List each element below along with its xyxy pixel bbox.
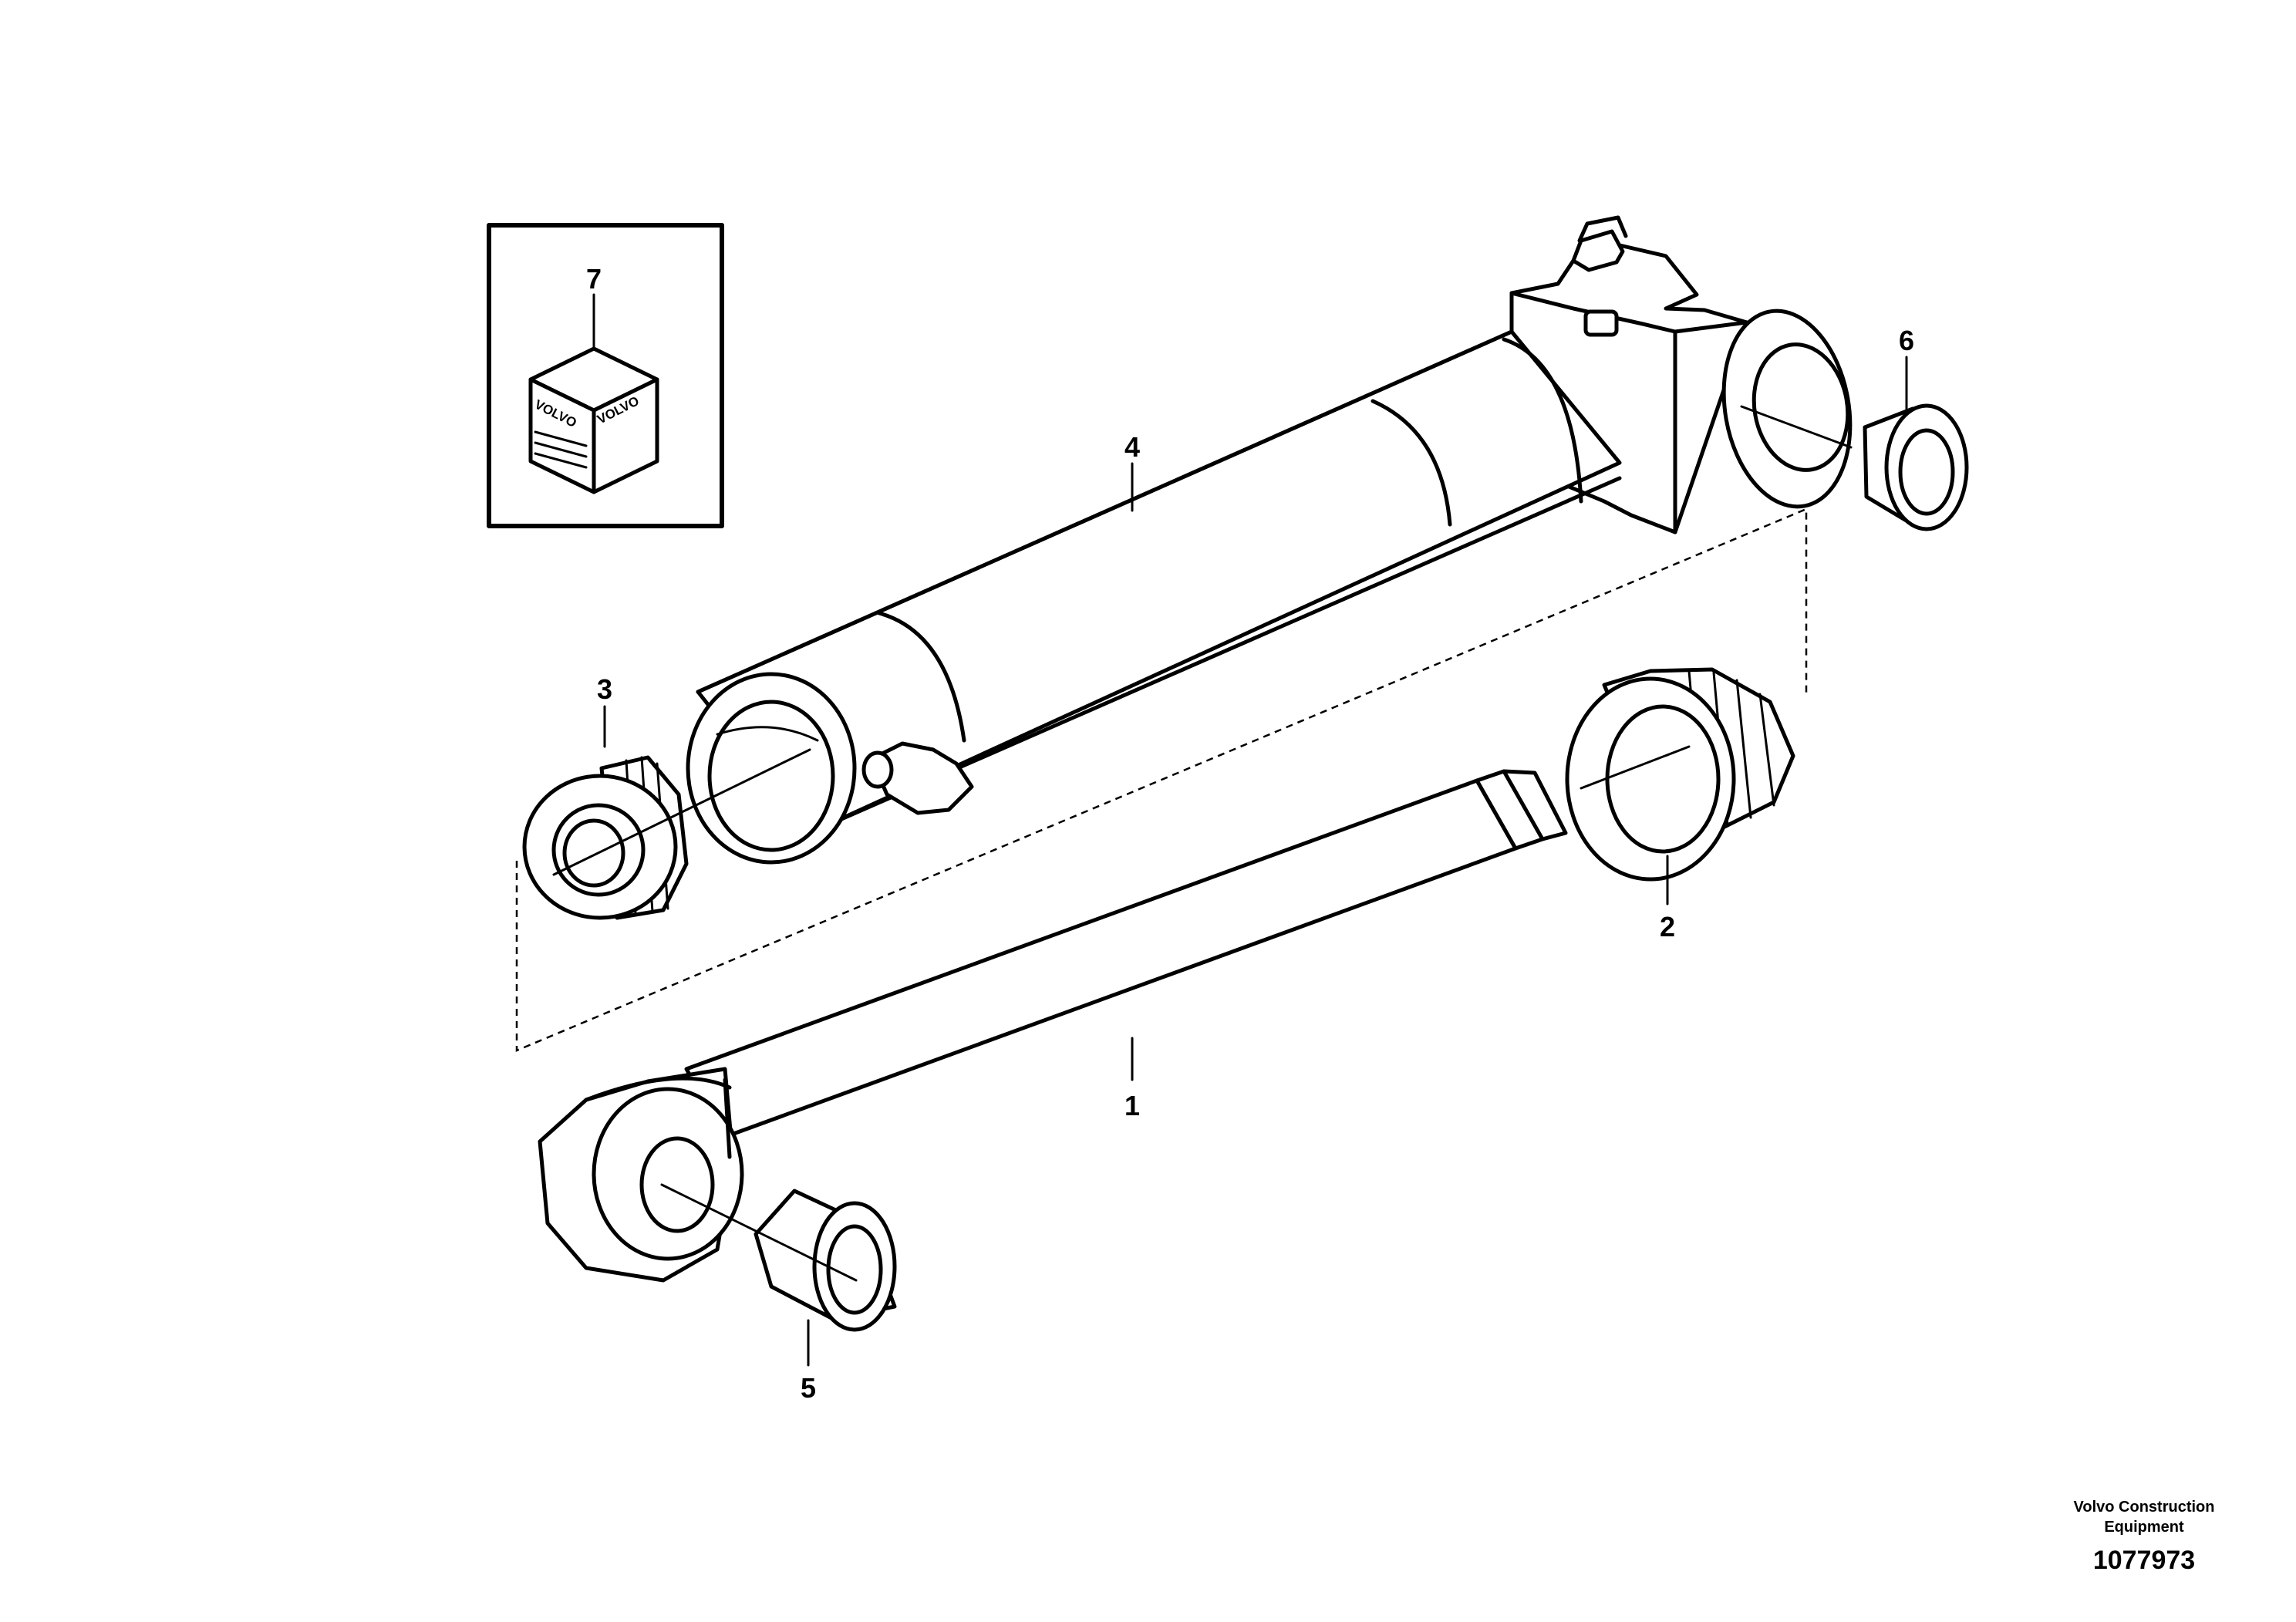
- callout-6: 6: [1899, 325, 1914, 356]
- cylinder-barrel: [515, 215, 1853, 1052]
- callout-4: 4: [1124, 431, 1140, 463]
- rod-bushing: [754, 1189, 897, 1332]
- callout-2: 2: [1660, 911, 1675, 943]
- clevis-bushing: [1863, 403, 1969, 531]
- cylinder-head: [1565, 667, 1795, 882]
- footer: Volvo Construction Equipment 1077973: [2074, 1499, 2215, 1575]
- callout-3: 3: [597, 673, 612, 705]
- kit-box-inset: VOLVO VOLVO: [487, 223, 724, 528]
- company-line-2: Equipment: [2104, 1519, 2184, 1536]
- callout-7: 7: [586, 263, 602, 295]
- piston-rod: [538, 769, 1568, 1283]
- callout-5: 5: [801, 1372, 816, 1404]
- drawing-number: 1077973: [2093, 1546, 2195, 1575]
- callouts: 7 4 3 6 2 1 5: [586, 263, 1914, 1404]
- company-line-1: Volvo Construction: [2074, 1499, 2215, 1516]
- callout-1: 1: [1124, 1090, 1140, 1121]
- piston: [522, 755, 689, 920]
- leader-lines: [552, 356, 1908, 1367]
